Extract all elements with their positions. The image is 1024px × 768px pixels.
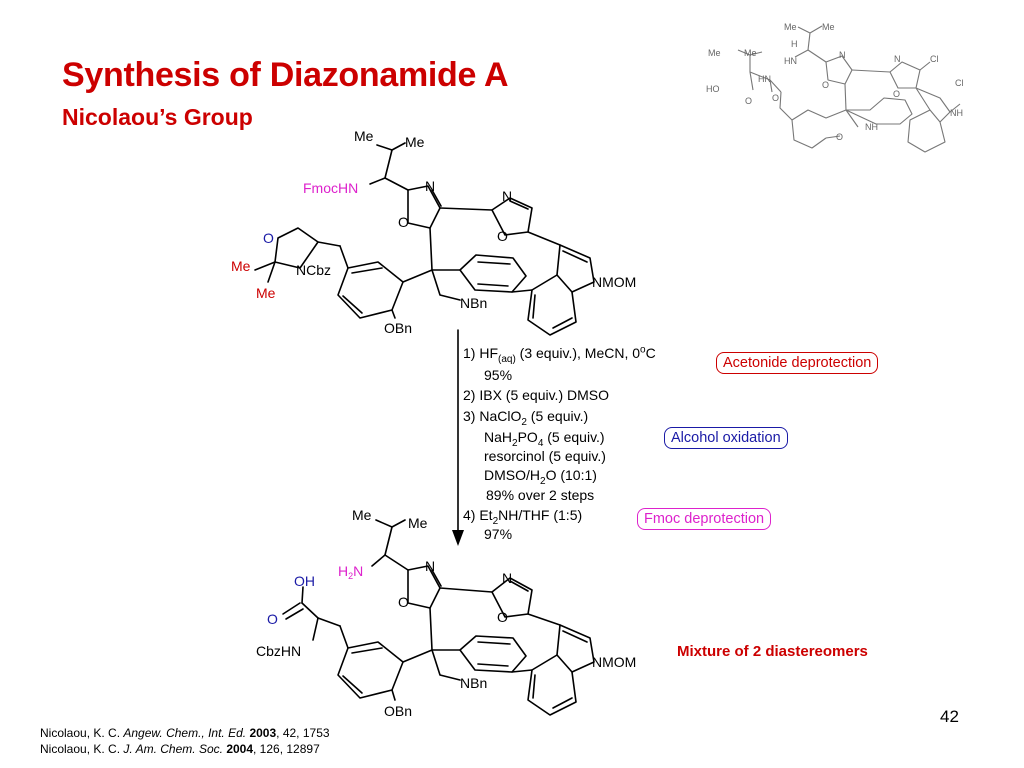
reference-1: Nicolaou, K. C. Angew. Chem., Int. Ed. 2… xyxy=(40,726,330,740)
label-o: O xyxy=(893,89,900,99)
condition-step-3-c: resorcinol (5 equiv.) xyxy=(484,448,606,464)
condition-step-3-d: DMSO/H2O (10:1) xyxy=(484,467,597,487)
label-nbn: NBn xyxy=(460,295,487,311)
label-ncbz: NCbz xyxy=(296,262,331,278)
label-fmochn: FmocHN xyxy=(303,180,358,196)
slide-subtitle: Nicolaou’s Group xyxy=(62,104,253,130)
label-me: Me xyxy=(354,128,374,144)
condition-step-3-b: NaH2PO4 (5 equiv.) xyxy=(484,429,605,449)
label-me: Me xyxy=(708,48,721,58)
label-n: N xyxy=(502,188,512,204)
condition-step-3: 3) NaClO2 (5 equiv.) xyxy=(463,408,589,428)
page-number: 42 xyxy=(940,707,959,726)
label-hn: HN xyxy=(784,56,797,66)
label-h: H xyxy=(791,39,798,49)
label-me: Me xyxy=(256,285,276,301)
label-me: Me xyxy=(231,258,251,274)
label-ho: HO xyxy=(706,84,720,94)
label-o: O xyxy=(263,230,274,246)
callout-acetonide: Acetonide deprotection xyxy=(716,352,879,374)
reference-2: Nicolaou, K. C. J. Am. Chem. Soc. 2004, … xyxy=(40,742,320,756)
label-nh: NH xyxy=(950,108,963,118)
condition-step-1: 1) HF(aq) (3 equiv.), MeCN, 0oC xyxy=(463,344,656,365)
label-cl: Cl xyxy=(955,78,964,88)
callout-fmoc: Fmoc deprotection xyxy=(637,508,772,530)
label-o: O xyxy=(836,132,843,142)
label-o: O xyxy=(822,80,829,90)
condition-yield-4: 97% xyxy=(484,526,513,542)
label-oh: OH xyxy=(294,573,315,589)
label-o: O xyxy=(267,611,278,627)
callout-alcohol: Alcohol oxidation xyxy=(664,427,788,449)
label-o: O xyxy=(398,214,409,230)
label-o: O xyxy=(398,594,409,610)
label-nmom: NMOM xyxy=(592,274,636,290)
label-n: N xyxy=(425,558,435,574)
label-obn: OBn xyxy=(384,703,412,719)
label-o: O xyxy=(497,228,508,244)
label-n: N xyxy=(894,54,901,64)
label-cbzhn: CbzHN xyxy=(256,643,301,659)
label-o: O xyxy=(745,96,752,106)
label-me: Me xyxy=(405,134,425,150)
label-nh: NH xyxy=(865,122,878,132)
label-obn: OBn xyxy=(384,320,412,336)
label-o: O xyxy=(497,609,508,625)
slide-title: Synthesis of Diazonamide A xyxy=(62,56,509,94)
label-cl: Cl xyxy=(930,54,939,64)
label-n: N xyxy=(839,50,846,60)
label-me: Me xyxy=(744,48,757,58)
label-me: Me xyxy=(822,22,835,32)
label-me: Me xyxy=(352,507,372,523)
condition-step-2: 2) IBX (5 equiv.) DMSO xyxy=(463,387,610,403)
mixture-note: Mixture of 2 diastereomers xyxy=(677,643,868,660)
label-n: N xyxy=(502,570,512,586)
condition-yield-3: 89% over 2 steps xyxy=(486,487,595,503)
label-nmom: NMOM xyxy=(592,654,636,670)
condition-yield-1: 95% xyxy=(484,367,513,383)
label-h2n: H2N xyxy=(338,563,363,581)
condition-step-4: 4) Et2NH/THF (1:5) xyxy=(463,507,583,527)
label-nbn: NBn xyxy=(460,675,487,691)
label-me: Me xyxy=(784,22,797,32)
label-o: O xyxy=(772,93,779,103)
label-hn: HN xyxy=(758,74,771,84)
label-n: N xyxy=(425,178,435,194)
label-me: Me xyxy=(408,515,428,531)
